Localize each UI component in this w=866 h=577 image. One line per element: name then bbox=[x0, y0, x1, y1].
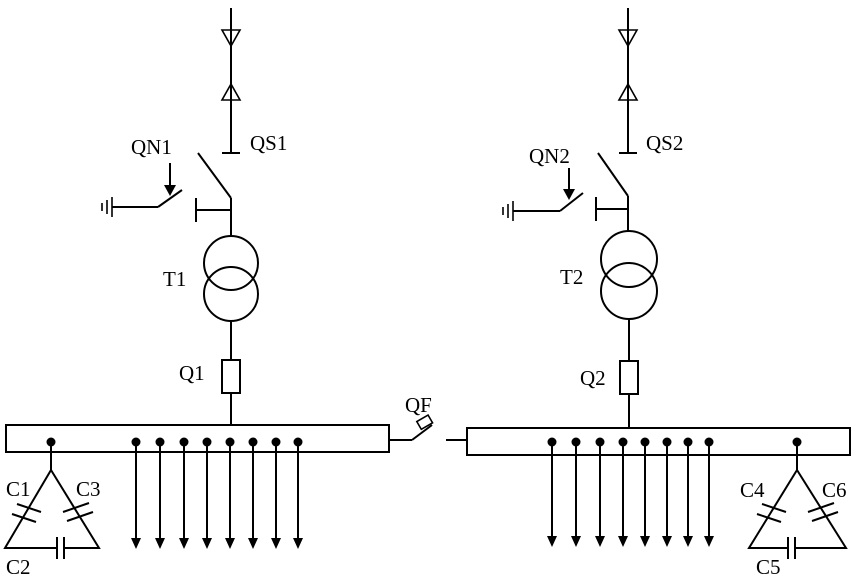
busbar-right bbox=[466, 427, 851, 456]
label-q1: Q1 bbox=[179, 361, 205, 385]
label-qn2: QN2 bbox=[529, 144, 570, 168]
capacitor-bank-left bbox=[3, 437, 101, 559]
transformer-t2 bbox=[600, 230, 658, 361]
feeder-left-7 bbox=[271, 437, 281, 549]
earthing-switch-qn1 bbox=[101, 163, 231, 222]
feeder-right-7 bbox=[683, 437, 693, 547]
label-c5: C5 bbox=[756, 555, 781, 577]
label-c4: C4 bbox=[740, 478, 765, 502]
feeder-left-2 bbox=[155, 437, 165, 549]
feeder-right-4 bbox=[618, 437, 628, 547]
disconnector-qs1 bbox=[197, 152, 232, 236]
label-c3: C3 bbox=[76, 477, 101, 501]
label-c6: C6 bbox=[822, 478, 847, 502]
feeder-right-3 bbox=[595, 437, 605, 547]
label-t2: T2 bbox=[560, 265, 583, 289]
feeder-right-6 bbox=[662, 437, 672, 547]
busbar-left bbox=[5, 424, 390, 453]
feeder-left-6 bbox=[248, 437, 258, 549]
feeder-left-1 bbox=[131, 437, 141, 549]
incoming-line-left bbox=[220, 8, 242, 154]
tie-breaker-qf bbox=[389, 413, 467, 441]
feeders-right bbox=[547, 437, 714, 547]
capacitor-bank-right bbox=[747, 437, 848, 559]
feeder-right-8 bbox=[704, 437, 714, 547]
feeder-left-8 bbox=[293, 437, 303, 549]
label-c2: C2 bbox=[6, 555, 31, 577]
feeder-right-1 bbox=[547, 437, 557, 547]
transformer-t1 bbox=[203, 235, 259, 360]
feeder-left-3 bbox=[179, 437, 189, 549]
label-qf: QF bbox=[405, 393, 432, 417]
label-q2: Q2 bbox=[580, 366, 606, 390]
label-t1: T1 bbox=[163, 267, 186, 291]
feeder-left-4 bbox=[202, 437, 212, 549]
label-qs1: QS1 bbox=[250, 131, 287, 155]
label-qs2: QS2 bbox=[646, 131, 683, 155]
label-c1: C1 bbox=[6, 477, 31, 501]
breaker-q1 bbox=[221, 359, 241, 425]
feeders-left bbox=[131, 437, 303, 549]
feeder-right-2 bbox=[571, 437, 581, 547]
earthing-switch-qn2 bbox=[502, 168, 628, 221]
incoming-line-right bbox=[617, 8, 639, 154]
breaker-q2 bbox=[619, 360, 639, 428]
disconnector-qs2 bbox=[597, 152, 629, 231]
feeder-left-5 bbox=[225, 437, 235, 549]
label-qn1: QN1 bbox=[131, 135, 172, 159]
feeder-right-5 bbox=[640, 437, 650, 547]
